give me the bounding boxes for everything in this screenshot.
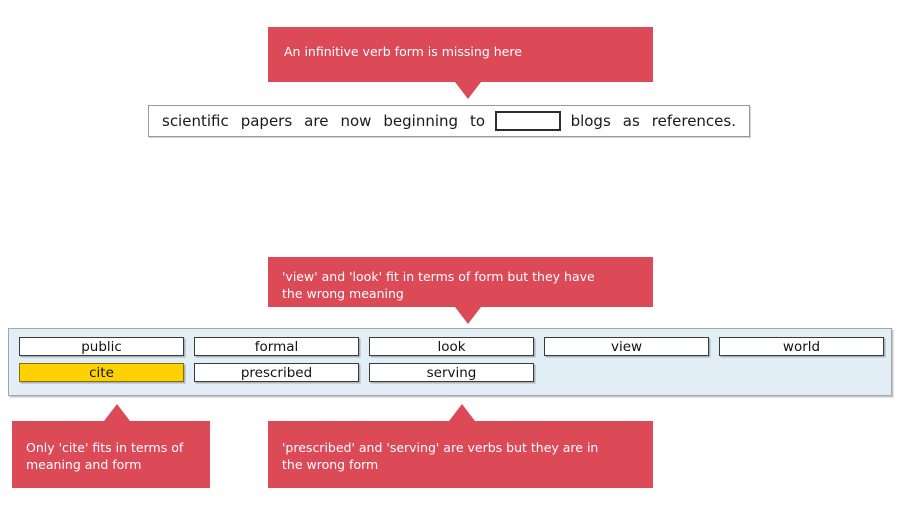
word-chip-world[interactable]: world — [719, 337, 884, 356]
sentence-strip: scientific papers are now beginning to b… — [148, 105, 750, 137]
sentence-word: references. — [651, 112, 736, 130]
word-bank: public formal look view world cite presc… — [8, 328, 892, 396]
sentence-word: are — [304, 112, 329, 130]
callout-sentence-hint-tail-icon — [455, 82, 481, 99]
callout-distractor-hint-text: 'view' and 'look' fit in terms of form b… — [282, 269, 595, 301]
sentence-word: now — [340, 112, 372, 130]
callout-answer-hint-tail-icon — [104, 404, 130, 421]
callout-answer-hint: Only 'cite' fits in terms of meaning and… — [12, 421, 210, 488]
word-chip-serving[interactable]: serving — [369, 363, 534, 382]
word-bank-row: cite prescribed serving — [19, 363, 891, 382]
word-chip-formal[interactable]: formal — [194, 337, 359, 356]
sentence-word: as — [622, 112, 640, 130]
word-chip-public[interactable]: public — [19, 337, 184, 356]
callout-answer-hint-text: Only 'cite' fits in terms of meaning and… — [26, 440, 184, 472]
sentence-word: papers — [240, 112, 293, 130]
callout-distractor-hint: 'view' and 'look' fit in terms of form b… — [268, 257, 653, 307]
sentence-word: scientific — [162, 112, 229, 130]
word-chip-view[interactable]: view — [544, 337, 709, 356]
sentence-blank-dropzone[interactable] — [495, 111, 561, 131]
callout-wrongform-hint-tail-icon — [449, 404, 475, 421]
sentence-word: to — [470, 112, 486, 130]
callout-wrongform-hint-text: 'prescribed' and 'serving' are verbs but… — [282, 440, 599, 472]
sentence-word: beginning — [383, 112, 459, 130]
word-bank-row: public formal look view world — [19, 337, 891, 356]
sentence-word: blogs — [570, 112, 611, 130]
callout-distractor-hint-tail-icon — [455, 307, 481, 324]
callout-sentence-hint-text: An infinitive verb form is missing here — [284, 44, 522, 59]
word-chip-cite[interactable]: cite — [19, 363, 184, 382]
callout-wrongform-hint: 'prescribed' and 'serving' are verbs but… — [268, 421, 653, 488]
word-chip-prescribed[interactable]: prescribed — [194, 363, 359, 382]
callout-sentence-hint: An infinitive verb form is missing here — [268, 27, 653, 82]
word-chip-look[interactable]: look — [369, 337, 534, 356]
